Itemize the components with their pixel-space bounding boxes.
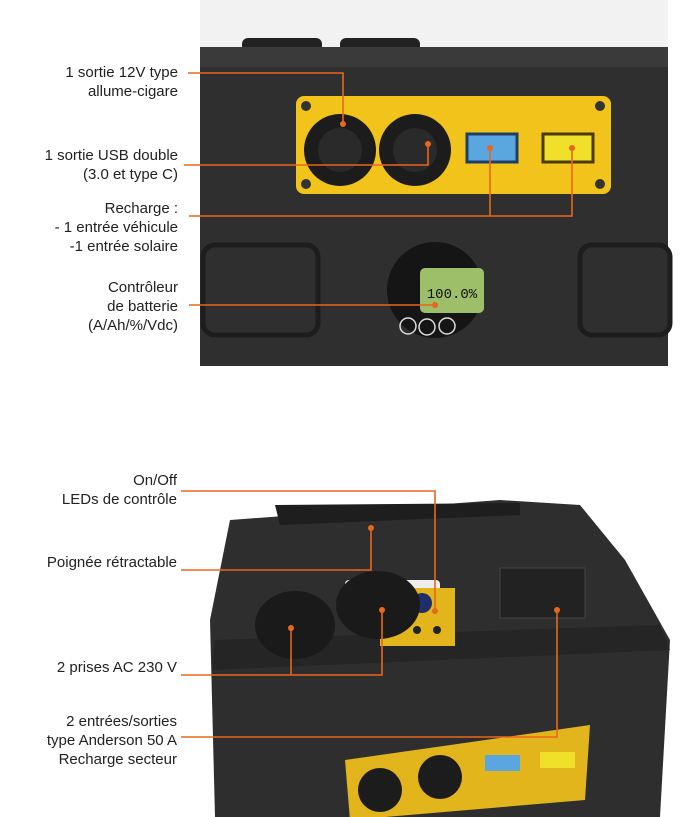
leader-dots [288, 121, 575, 631]
label-line: On/Off [133, 472, 177, 489]
front-panel [345, 725, 590, 817]
label-recharge: Recharge : - 1 entrée véhicule -1 entrée… [55, 199, 178, 256]
label-12v-output: 1 sortie 12V type allume-cigare [65, 63, 178, 101]
label-line: Recharge : [104, 200, 178, 217]
yellow-panel [296, 96, 611, 194]
label-line: -1 entrée solaire [69, 238, 178, 255]
label-on-off: On/Off LEDs de contrôle [62, 471, 177, 509]
label-line: LEDs de contrôle [61, 491, 177, 508]
ac-socket-1 [255, 591, 335, 659]
label-line: Contrôleur [107, 279, 178, 296]
bottom-photo [210, 500, 670, 817]
label-line: 1 sortie 12V type [65, 64, 178, 81]
solar-input-connector [541, 132, 595, 164]
label-line: (A/Ah/%/Vdc) [87, 317, 178, 334]
leader-lines [181, 72, 573, 738]
label-line: Poignée rétractable [46, 554, 177, 571]
label-line: allume-cigare [87, 83, 178, 100]
label-line: 2 entrées/sorties [66, 713, 177, 730]
label-line: de batterie [107, 298, 178, 315]
label-line: (3.0 et type C) [82, 166, 178, 183]
label-usb-output: 1 sortie USB double (3.0 et type C) [45, 146, 178, 184]
top-photo: 100.0% [200, 0, 673, 366]
label-anderson: 2 entrées/sorties type Anderson 50 A Rec… [47, 712, 177, 769]
handle [275, 503, 520, 525]
label-line: - 1 entrée véhicule [54, 219, 178, 236]
label-line: type Anderson 50 A [46, 732, 177, 749]
label-line: 1 sortie USB double [44, 147, 178, 164]
label-line: 2 prises AC 230 V [56, 659, 177, 676]
ac-socket-2 [336, 571, 420, 639]
monitor-reading: 100.0% [427, 287, 478, 303]
anderson-connectors [499, 567, 586, 619]
label-ac-sockets: 2 prises AC 230 V [57, 658, 177, 677]
label-line: Recharge secteur [58, 751, 177, 768]
label-handle: Poignée rétractable [47, 553, 177, 572]
label-battery-controller: Contrôleur de batterie (A/Ah/%/Vdc) [88, 278, 178, 335]
